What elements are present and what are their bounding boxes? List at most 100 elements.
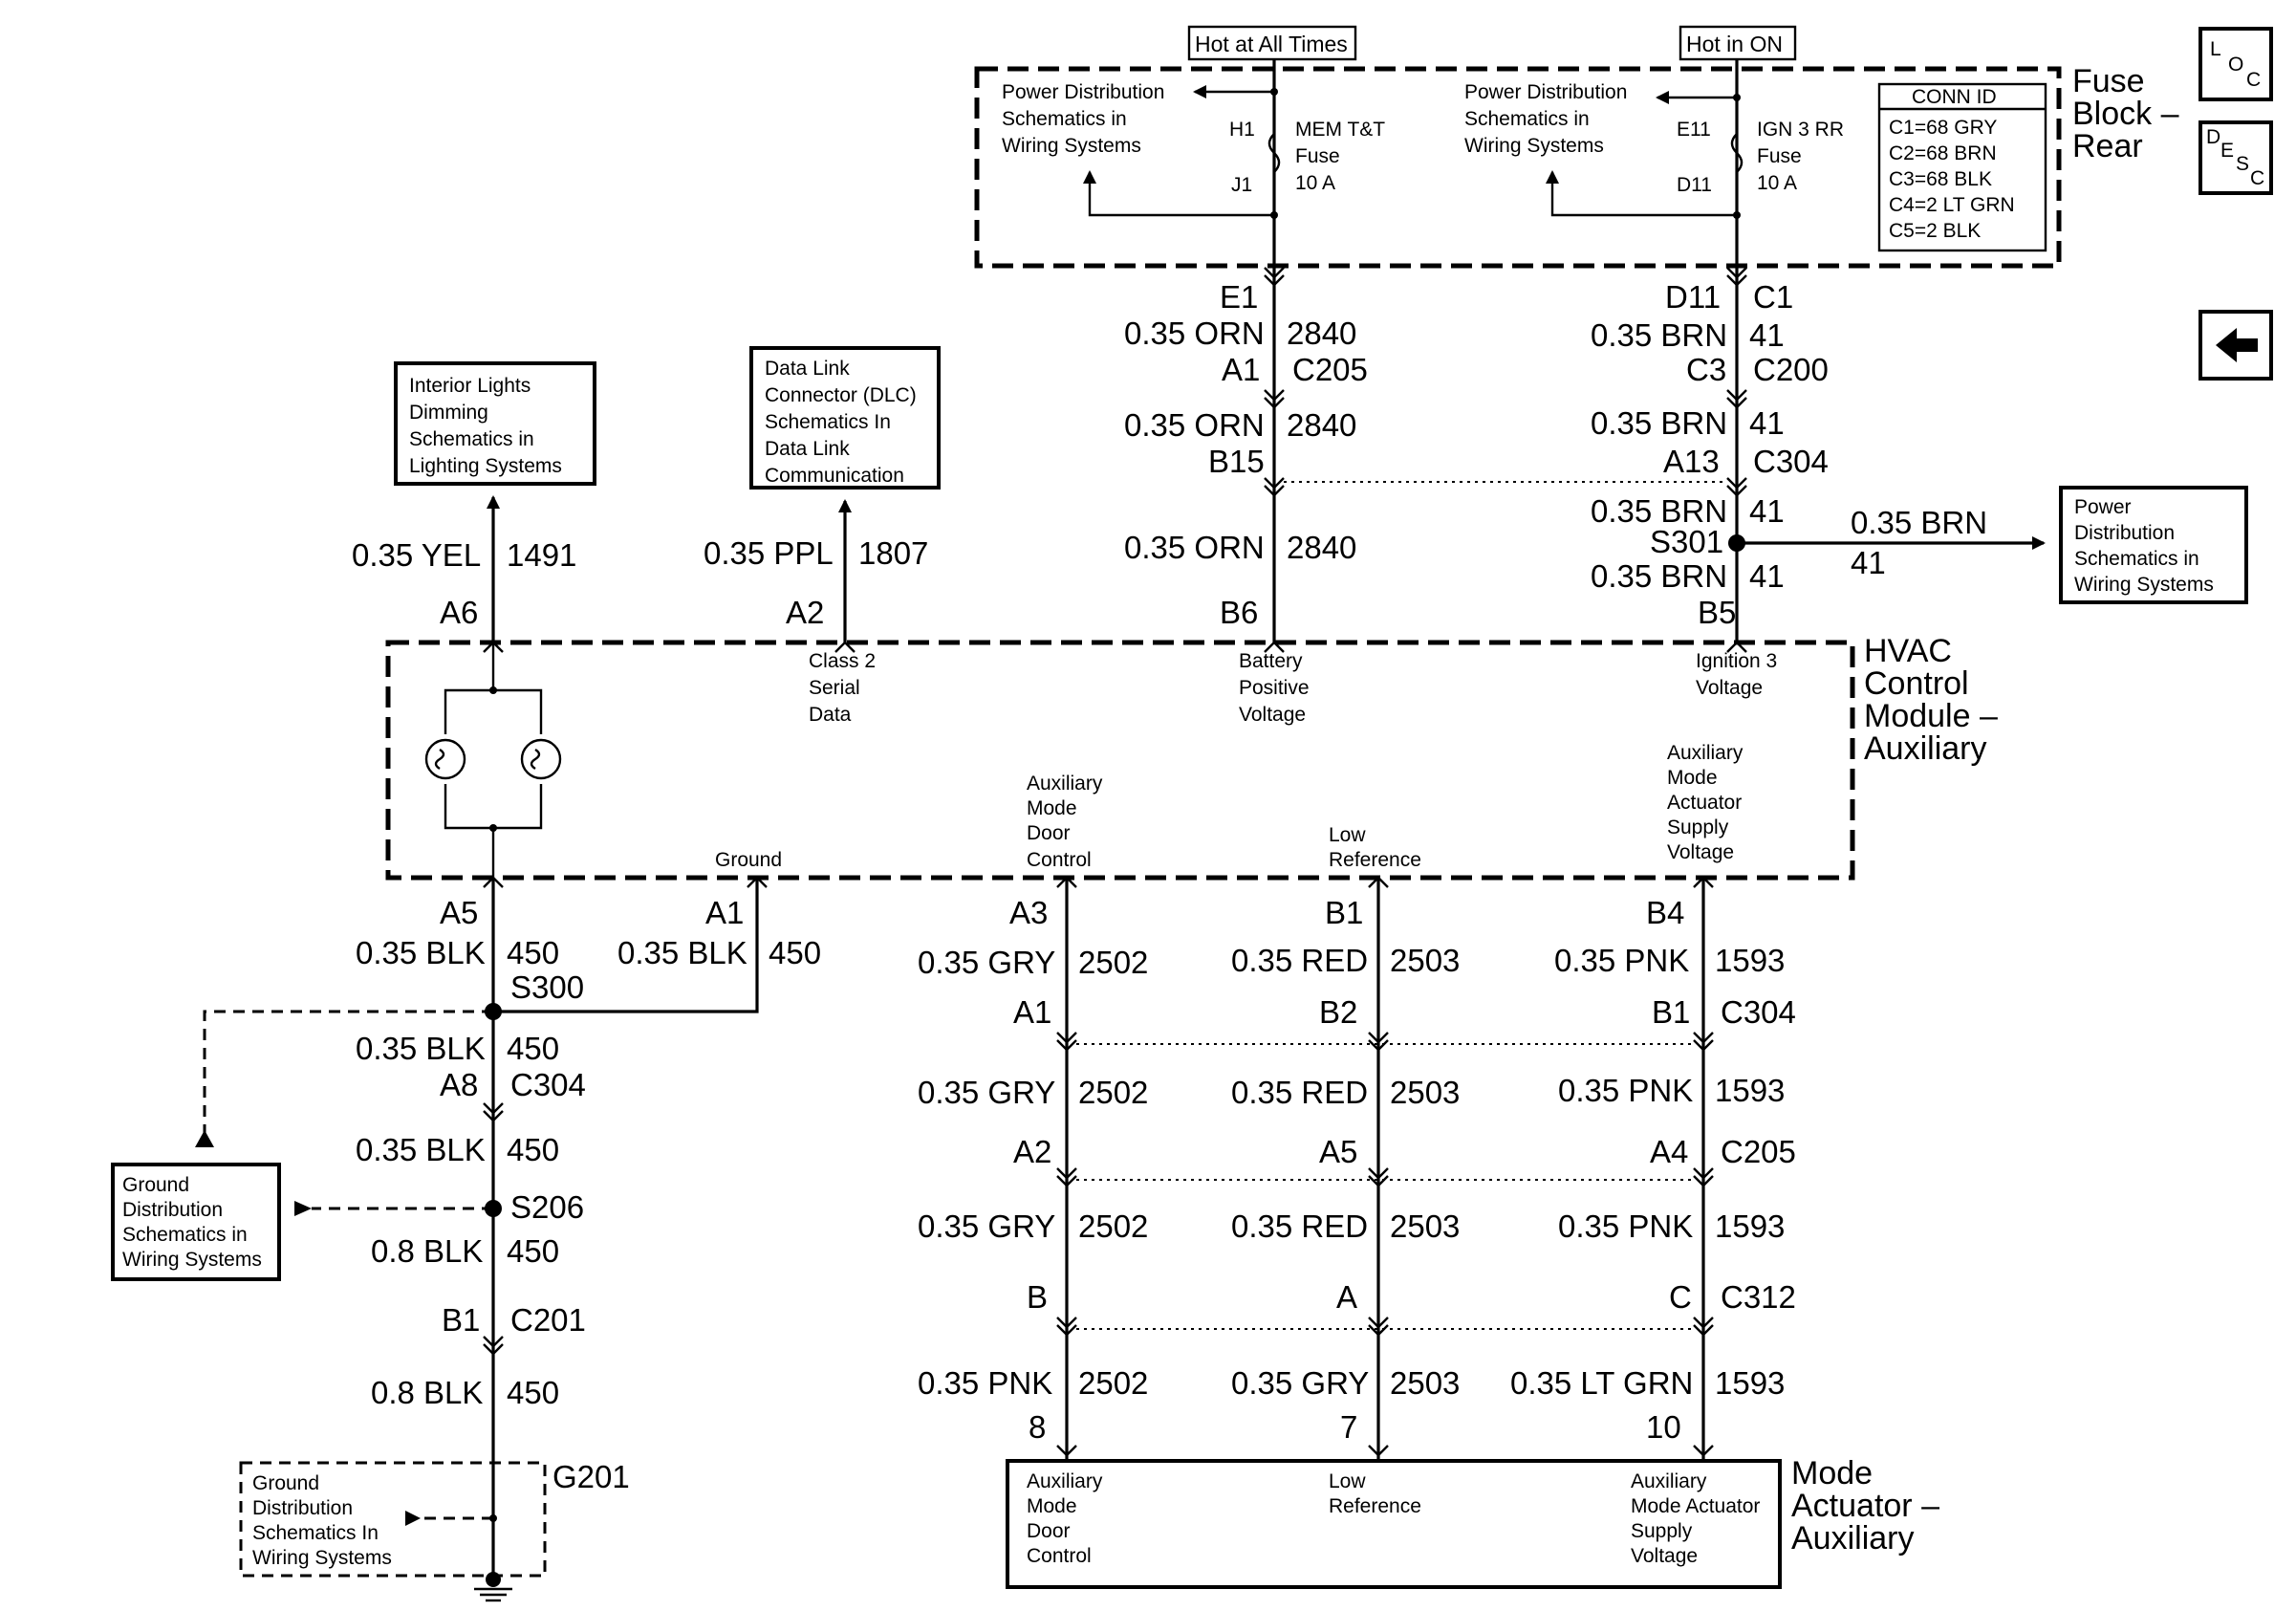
aux-supply-3: Actuator [1667,792,1742,814]
fuse-block-title-2: Block – [2072,96,2179,132]
conn-id-row-5: C5=2 BLK [1889,220,1981,242]
loc-button-frame[interactable] [2199,27,2273,101]
pin-a1-c304: A1 [1013,994,1051,1030]
fuse1-in-pin: H1 [1229,119,1255,141]
class2-3: Data [809,704,852,726]
battery-1: Battery [1239,650,1303,672]
pin-b4: B4 [1646,895,1684,930]
connector-symbol-c304-upper [1726,477,1747,497]
pin-c-c312: C [1669,1279,1692,1315]
actuator-title-1: Mode [1791,1455,1873,1491]
pin-7: 7 [1340,1409,1357,1445]
wire-41-num-1: 41 [1749,317,1785,353]
desc-letter-s: S [2236,153,2249,175]
connector-c201: C201 [510,1302,586,1338]
wire-2840-color-1: 0.35 ORN [1124,316,1265,351]
ground-dist-box-frame [111,1163,281,1281]
wire-2502: A3 0.35 GRY 2502 A1 0.35 GRY 2502 A2 0.3… [918,878,1148,1461]
wire-1593-color-2: 0.35 PNK [1558,1073,1693,1108]
fuse2-out-pin: D11 [1677,174,1712,196]
pd-right-box-3: Schematics in [2074,548,2199,570]
mark-b1 [1368,876,1389,888]
pin-a8: A8 [440,1067,478,1102]
wire-1491: Interior Lights Dimming Schematics in Li… [352,361,596,642]
wire-2502-color-2: 0.35 GRY [918,1075,1055,1110]
connector-c304-ground: C304 [510,1067,586,1102]
wire-1593-color-3: 0.35 PNK [1558,1208,1693,1244]
ground-color-5: 0.8 BLK [371,1375,483,1410]
fuse2-in-pin: E11 [1677,119,1711,141]
pin-a-c312: A [1336,1279,1357,1315]
wire-2840-num-2: 2840 [1287,407,1356,443]
pd-right-box-2: Distribution [2074,522,2175,544]
ground-dist-box: Ground Distribution Schematics in Wiring… [111,1163,281,1281]
wire-1491-num: 1491 [507,537,576,573]
conn-c304-col1 [1056,1032,1077,1052]
ground-num-4: 450 [507,1233,559,1269]
conn-id-row-4: C4=2 LT GRN [1889,194,2015,216]
interior-lights-3: Schematics in [409,428,534,450]
connector-c200: C200 [1753,352,1829,387]
fuse1-junction [1270,211,1278,219]
pd-right-box-1: Power [2074,496,2132,518]
hot-in-on-label: Hot in ON [1686,32,1783,56]
wire-41-color-1: 0.35 BRN [1591,317,1727,353]
conn-act-col1 [1056,1445,1077,1457]
ground-bottom-3: Schematics In [252,1522,379,1544]
connector-c312: C312 [1721,1279,1796,1315]
lamp-left-icon [424,738,466,780]
hvac-ground-label: Ground [715,849,782,871]
g201-arrow [405,1511,421,1526]
hot-at-all-times-label: Hot at All Times [1195,32,1348,56]
pin-b5: B5 [1698,595,1736,630]
wire-1593: B4 0.35 PNK 1593 B1 C304 0.35 PNK 1593 A… [1510,878,1796,1461]
desc-button-frame[interactable] [2199,120,2273,195]
desc-button[interactable]: D E S C [2199,120,2273,195]
conn-id-row-2: C2=68 BRN [1889,142,1997,164]
ground-color-2: 0.35 BLK [356,1031,486,1066]
pin-b1-c201: B1 [442,1302,480,1338]
connector-symbol-c304-ground [483,1102,504,1122]
mark-b4 [1693,876,1714,888]
ground-dist-1: Ground [122,1174,189,1196]
ignition-2: Voltage [1696,677,1763,699]
fuse2-junction [1733,211,1741,219]
left-arrow-icon[interactable] [2216,328,2258,362]
wire-2840-color-3: 0.35 ORN [1124,530,1265,565]
desc-letter-e: E [2220,140,2234,162]
act-supply-1: Auxiliary [1631,1470,1707,1492]
pd-right-box-4: Wiring Systems [2074,574,2214,596]
aux-door-4: Control [1027,849,1092,871]
ground-dist-3: Schematics in [122,1224,248,1246]
wire-2503-color-2: 0.35 RED [1231,1075,1368,1110]
ground-bottom-2: Distribution [252,1497,353,1519]
battery-2: Positive [1239,677,1310,699]
fuse2-label-1: IGN 3 RR [1757,119,1844,141]
pin-a2: A2 [786,595,824,630]
connector-c205-lower: C205 [1721,1134,1796,1169]
actuator-frame [1006,1459,1782,1589]
pin-a4-c205: A4 [1650,1134,1688,1169]
wire-2503-color-3: 0.35 RED [1231,1208,1368,1244]
low-ref-2: Reference [1329,849,1421,871]
pd-right-3: Wiring Systems [1464,135,1604,157]
fuse1-label-2: Fuse [1295,145,1340,167]
ground-bottom-1: Ground [252,1472,319,1494]
ground-num-5: 450 [507,1375,559,1410]
wire-2840: E1 0.35 ORN 2840 A1 C205 0.35 ORN 2840 B… [1124,267,1368,642]
ignition-1: Ignition 3 [1696,650,1777,672]
interior-lights-1: Interior Lights [409,375,531,397]
ground-color-4: 0.8 BLK [371,1233,483,1269]
back-button[interactable] [2199,310,2273,381]
wire-1593-num-4: 1593 [1715,1365,1785,1401]
pin-10: 10 [1646,1409,1681,1445]
wire-41-color-3: 0.35 BRN [1591,493,1727,529]
aux-supply-2: Mode [1667,767,1718,789]
aux-supply-1: Auxiliary [1667,742,1744,764]
act-supply-4: Voltage [1631,1545,1698,1567]
loc-button[interactable]: L O C [2199,27,2273,101]
wire-2503-num-3: 2503 [1390,1208,1460,1244]
class2-2: Serial [809,677,860,699]
act-door-3: Door [1027,1520,1071,1542]
